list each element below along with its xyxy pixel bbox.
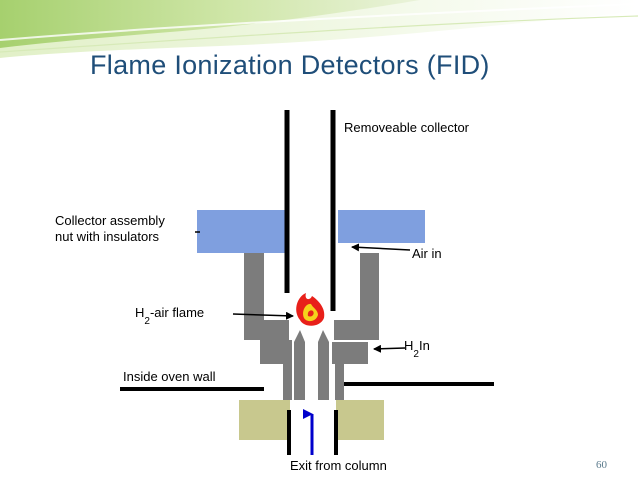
label-h2-in: H2In <box>404 338 430 360</box>
label-h2-air-flame: H2-air flame <box>135 305 204 327</box>
oven-insulation-right <box>336 400 384 440</box>
label-h2-air-flame-rest: -air flame <box>150 305 204 320</box>
body-left-vertical <box>244 253 264 340</box>
label-h2-in-sub: 2 <box>413 349 419 360</box>
collector-nut-right <box>338 210 425 243</box>
jet-tip-left <box>294 330 305 400</box>
lower-block-right <box>332 342 368 364</box>
jet-column-right <box>335 364 344 400</box>
lower-block-left <box>260 340 292 364</box>
page-number: 60 <box>596 459 607 471</box>
label-h2-air-flame-h: H <box>135 305 144 320</box>
body-left-horizontal <box>244 320 289 340</box>
arrow-h2-air-flame <box>232 311 294 320</box>
slide-title: Flame Ionization Detectors (FID) <box>90 50 490 80</box>
body-right-horizontal <box>334 320 379 340</box>
fid-diagram: Removeable collector Collector assembly … <box>55 110 494 473</box>
oven-insulation-left <box>239 400 290 440</box>
label-h2-in-rest: In <box>419 338 430 353</box>
label-removable-collector: Removeable collector <box>344 120 470 135</box>
flame-icon <box>296 293 325 326</box>
banner-swoosh-2 <box>0 15 638 53</box>
jet-column-left <box>283 364 292 400</box>
label-collector-assembly-line2: nut with insulators <box>55 229 160 244</box>
label-collector-assembly-line1: Collector assembly <box>55 213 165 228</box>
flame-core <box>307 310 314 317</box>
label-h2-air-flame-sub: 2 <box>144 316 150 327</box>
collector-nut-left <box>197 210 285 253</box>
label-h2-in-h: H <box>404 338 413 353</box>
body-right-vertical <box>360 253 379 340</box>
label-oven-wall: Inside oven wall <box>123 369 216 384</box>
banner-swoosh <box>0 3 638 41</box>
banner-wave-front <box>0 0 420 48</box>
jet-tip-right <box>318 330 329 400</box>
label-exit-column: Exit from column <box>290 458 387 473</box>
arrow-h2-in <box>373 344 406 353</box>
label-air-in: Air in <box>412 246 442 261</box>
arrow-air-in <box>351 243 411 252</box>
diagram-panel: Removeable collector Collector assembly … <box>53 100 535 479</box>
decorative-banner <box>0 0 638 58</box>
